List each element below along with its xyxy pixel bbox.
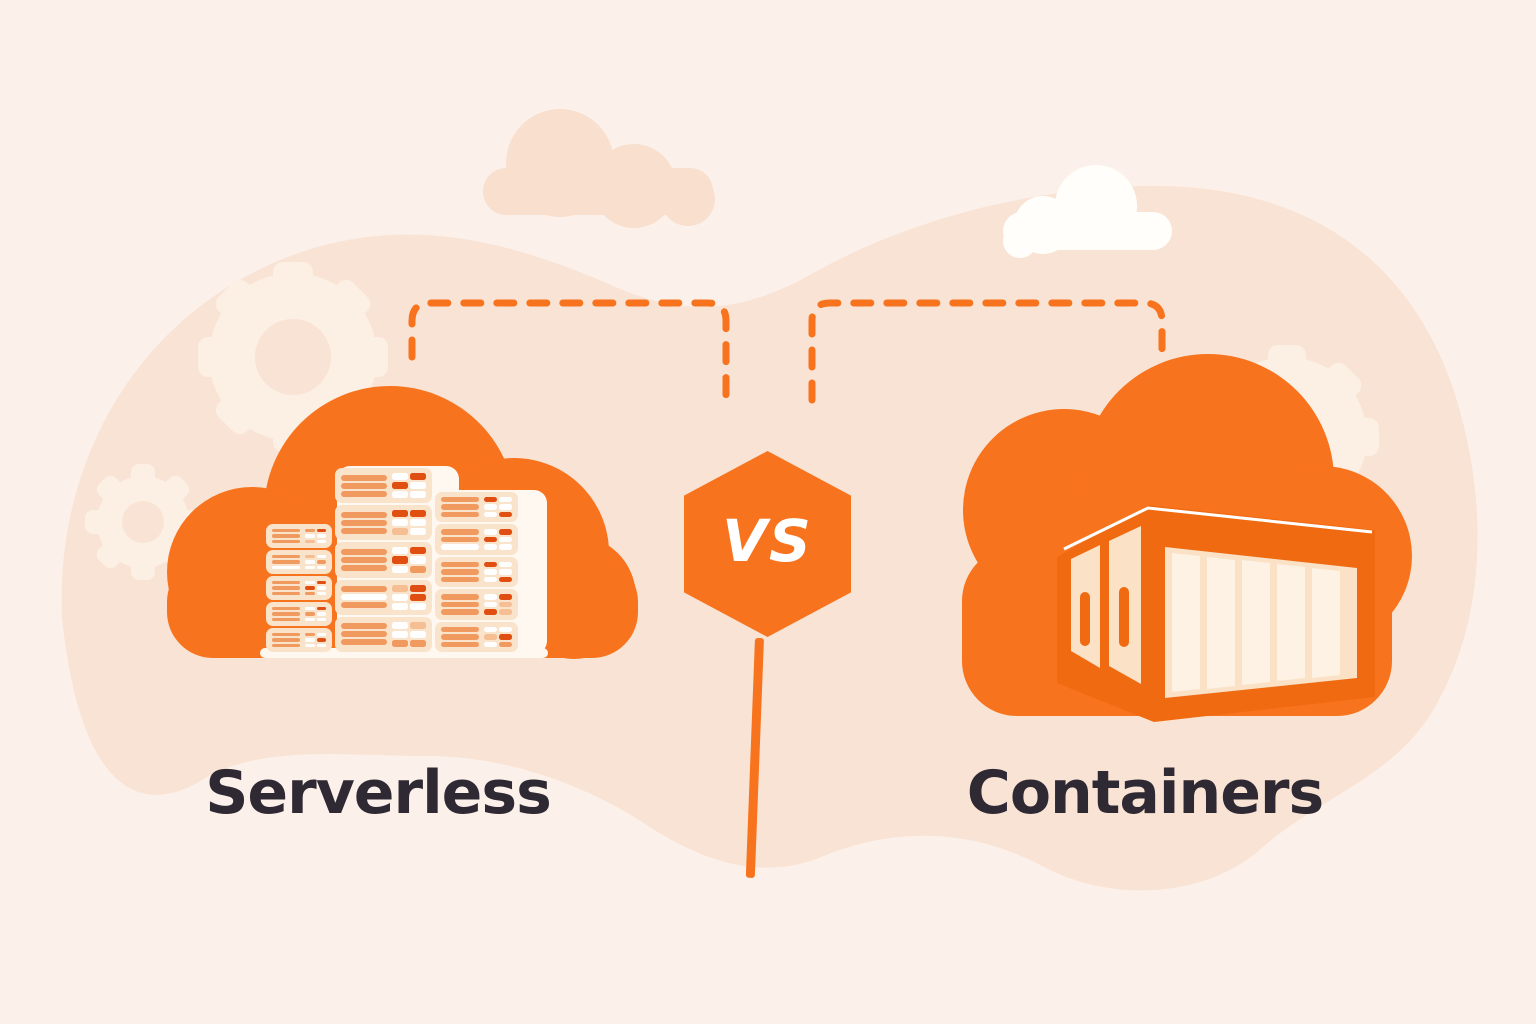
server-unit bbox=[435, 621, 518, 653]
door-handle bbox=[1080, 592, 1090, 646]
server-unit bbox=[335, 505, 432, 541]
server-unit bbox=[266, 628, 332, 652]
server-rack-right bbox=[435, 492, 518, 653]
dashed-bracket-right bbox=[808, 299, 1166, 404]
gear-icon-small bbox=[85, 464, 201, 580]
server-unit bbox=[266, 550, 332, 574]
cloud-icon-white bbox=[1003, 165, 1172, 258]
server-unit bbox=[335, 468, 432, 504]
server-unit bbox=[266, 524, 332, 548]
server-unit bbox=[435, 589, 518, 620]
server-rack-left bbox=[266, 524, 332, 652]
dashed-bracket-left bbox=[408, 299, 730, 407]
serverless-label: Serverless bbox=[205, 758, 552, 828]
server-unit bbox=[435, 524, 518, 555]
server-rack-middle bbox=[335, 468, 432, 653]
containers-label: Containers bbox=[966, 758, 1324, 828]
server-unit bbox=[266, 602, 332, 626]
rack-base-strip bbox=[260, 648, 548, 658]
server-unit bbox=[435, 492, 518, 523]
server-unit bbox=[435, 556, 518, 588]
server-unit bbox=[335, 579, 432, 615]
vs-label: VS bbox=[722, 507, 813, 575]
vs-hexagon-badge: VS bbox=[684, 451, 851, 637]
container-slats bbox=[1172, 553, 1340, 692]
shipping-container-icon bbox=[1057, 505, 1375, 722]
cloud-icon-peach bbox=[483, 109, 715, 228]
server-unit bbox=[335, 616, 432, 653]
server-unit bbox=[335, 542, 432, 578]
door-handle bbox=[1119, 587, 1129, 647]
server-unit bbox=[266, 576, 332, 600]
